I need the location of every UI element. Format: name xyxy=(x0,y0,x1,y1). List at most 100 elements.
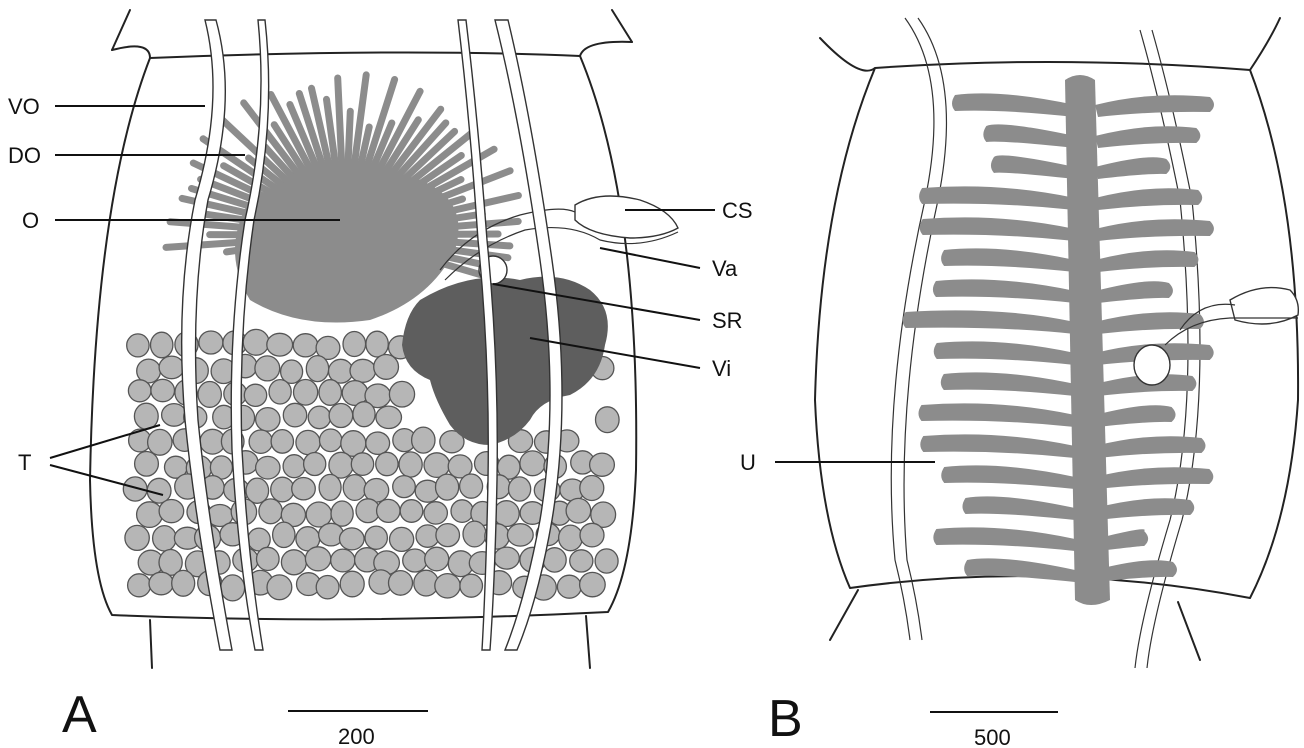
testis xyxy=(249,430,272,453)
testis xyxy=(436,474,459,500)
uterus-branch-left xyxy=(903,310,1075,334)
testis xyxy=(267,575,292,600)
testis xyxy=(149,572,173,595)
testis xyxy=(293,334,318,357)
uterus xyxy=(903,75,1214,605)
testis xyxy=(460,574,483,597)
testis xyxy=(580,523,604,547)
testis xyxy=(494,501,519,527)
testis xyxy=(557,575,581,598)
testis xyxy=(559,525,583,551)
testis xyxy=(520,451,545,476)
testis xyxy=(451,500,473,523)
testis xyxy=(148,429,172,455)
label-u: U xyxy=(740,450,756,475)
label-va: Va xyxy=(712,256,738,281)
testis xyxy=(343,332,366,357)
testis xyxy=(172,570,195,596)
testis xyxy=(292,478,316,500)
testis xyxy=(125,525,149,550)
testis xyxy=(508,477,530,501)
label-t: T xyxy=(18,450,31,475)
testis xyxy=(267,333,293,356)
testis xyxy=(134,403,158,429)
testis xyxy=(305,547,330,571)
testis xyxy=(376,452,398,475)
testis xyxy=(400,500,423,523)
label-o: O xyxy=(22,208,39,233)
testis xyxy=(162,404,187,427)
uterus-branch-left xyxy=(991,155,1075,179)
uterus-branch-right xyxy=(1095,467,1213,489)
testis xyxy=(566,498,591,523)
leader-va xyxy=(600,248,700,268)
testis xyxy=(153,526,177,551)
testis xyxy=(271,477,294,502)
uterus-branch-right xyxy=(1095,219,1214,241)
testis xyxy=(137,502,163,528)
testis xyxy=(463,521,486,547)
testis xyxy=(255,356,280,381)
testis xyxy=(283,403,306,427)
testis xyxy=(580,476,604,501)
testis xyxy=(151,379,175,401)
testis xyxy=(257,547,280,570)
label-cs: CS xyxy=(722,198,753,223)
testis xyxy=(374,355,399,380)
testis xyxy=(390,527,414,551)
uterus-stem xyxy=(1065,75,1110,605)
testis xyxy=(376,406,402,428)
cirrus-sac xyxy=(575,196,678,238)
panel-b: U B 500 xyxy=(740,18,1298,748)
testis xyxy=(366,432,390,454)
testis xyxy=(412,427,435,453)
testis xyxy=(389,381,414,407)
testis xyxy=(403,549,427,572)
uterus-branch-left xyxy=(933,279,1075,303)
testis xyxy=(127,334,149,357)
testis xyxy=(271,430,293,454)
uterus-branch-left xyxy=(983,124,1075,148)
uterus-branch-left xyxy=(918,403,1075,427)
testis xyxy=(294,380,318,406)
uterus-branch-left xyxy=(964,558,1075,582)
uterus-branch-left xyxy=(952,93,1075,117)
testis xyxy=(507,524,533,546)
panel-a: VO DO O CS Va SR Vi T A 200 xyxy=(8,10,753,748)
testis xyxy=(570,550,593,572)
testis xyxy=(135,452,159,477)
testis xyxy=(331,501,353,526)
testis xyxy=(128,380,151,402)
testis xyxy=(320,429,342,452)
uterus-branch-left xyxy=(941,465,1075,489)
testis xyxy=(350,359,376,382)
testis xyxy=(128,574,151,597)
uterus-branch-right xyxy=(1095,95,1214,117)
uterus-branch-right xyxy=(1095,157,1170,179)
uterus-branch-left xyxy=(920,434,1075,458)
testis xyxy=(244,384,266,406)
testis xyxy=(351,453,373,476)
uterus-branch-left xyxy=(920,217,1075,241)
testis xyxy=(269,380,291,404)
testis xyxy=(243,329,269,355)
testis xyxy=(393,476,416,498)
testis xyxy=(596,407,620,433)
testis xyxy=(435,574,460,598)
testis xyxy=(283,455,305,478)
label-sr: SR xyxy=(712,308,743,333)
uterus-branch-right xyxy=(1095,498,1194,520)
testis xyxy=(259,499,282,524)
vitellarium xyxy=(402,277,608,445)
testis xyxy=(340,571,364,597)
testis xyxy=(595,549,618,573)
upper-segment-line xyxy=(112,10,632,50)
testis xyxy=(319,380,341,406)
testis xyxy=(389,571,413,596)
uterus-branch-left xyxy=(933,527,1075,551)
scale-label-a: 200 xyxy=(338,724,375,748)
testis xyxy=(304,453,326,476)
testis xyxy=(331,549,355,572)
uterus-branch-left xyxy=(941,248,1075,272)
